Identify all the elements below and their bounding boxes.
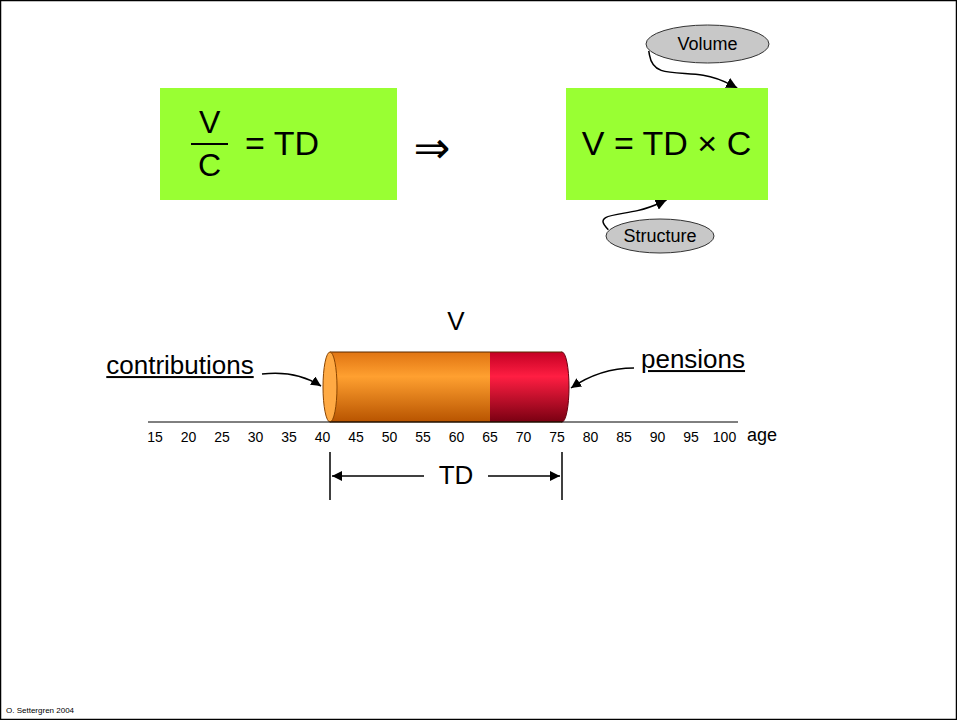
node-content: V = TD × C	[582, 124, 751, 163]
age-tick: 70	[516, 429, 532, 445]
callout-text: Structure	[623, 226, 696, 247]
leader-arrow	[262, 373, 321, 386]
equation-text: V = TD × C	[582, 124, 751, 163]
age-tick: 30	[248, 429, 264, 445]
node-content: Volume	[677, 34, 737, 55]
bracket-arrow	[332, 475, 424, 477]
cylinder-outline	[330, 352, 562, 353]
equation-text: = TD	[245, 124, 319, 163]
cylinder-end	[323, 352, 337, 422]
leader-arrow	[571, 368, 634, 388]
bracket-line	[561, 452, 563, 500]
age-tick: 80	[583, 429, 599, 445]
pensions-label: pensions	[641, 345, 745, 375]
callout-ellipse: Volume	[645, 24, 770, 64]
age-tick: 60	[449, 429, 465, 445]
age-axis	[148, 422, 738, 423]
duration-label: TD	[439, 461, 474, 491]
age-tick: 85	[616, 429, 632, 445]
age-tick: 20	[181, 429, 197, 445]
contribution-part	[330, 352, 490, 422]
implies-arrow: ⇒	[414, 123, 451, 174]
credit-note: O. Settergren 2004	[6, 706, 74, 715]
age-tick: 45	[348, 429, 364, 445]
age-tick: 65	[482, 429, 498, 445]
age-tick: 100	[713, 429, 736, 445]
node-content: Structure	[623, 226, 696, 247]
denominator: C	[190, 145, 229, 184]
age-tick: 75	[549, 429, 565, 445]
numerator: V	[191, 104, 228, 145]
age-tick: 15	[147, 429, 163, 445]
contributions-label: contributions	[106, 351, 253, 381]
age-tick: 95	[683, 429, 699, 445]
node-content: VC = TD	[190, 104, 319, 184]
equation-box: V = TD × C	[566, 88, 768, 200]
volume-symbol: V	[447, 307, 464, 337]
ellipse-shape	[646, 25, 769, 63]
age-tick: 90	[650, 429, 666, 445]
age-tick: 35	[281, 429, 297, 445]
bracket-arrow	[488, 475, 560, 477]
callout-text: Volume	[677, 34, 737, 55]
pension-part	[490, 352, 562, 422]
age-tick: 25	[214, 429, 230, 445]
fraction: VC	[190, 104, 229, 184]
ellipse-shape	[606, 219, 714, 253]
age-tick: 50	[382, 429, 398, 445]
age-tick: 40	[315, 429, 331, 445]
age-tick: 55	[415, 429, 431, 445]
bracket-line	[329, 452, 331, 500]
callout-ellipse: Structure	[605, 218, 715, 254]
equation-box: VC = TD	[160, 88, 397, 200]
axis-title: age	[747, 425, 777, 446]
